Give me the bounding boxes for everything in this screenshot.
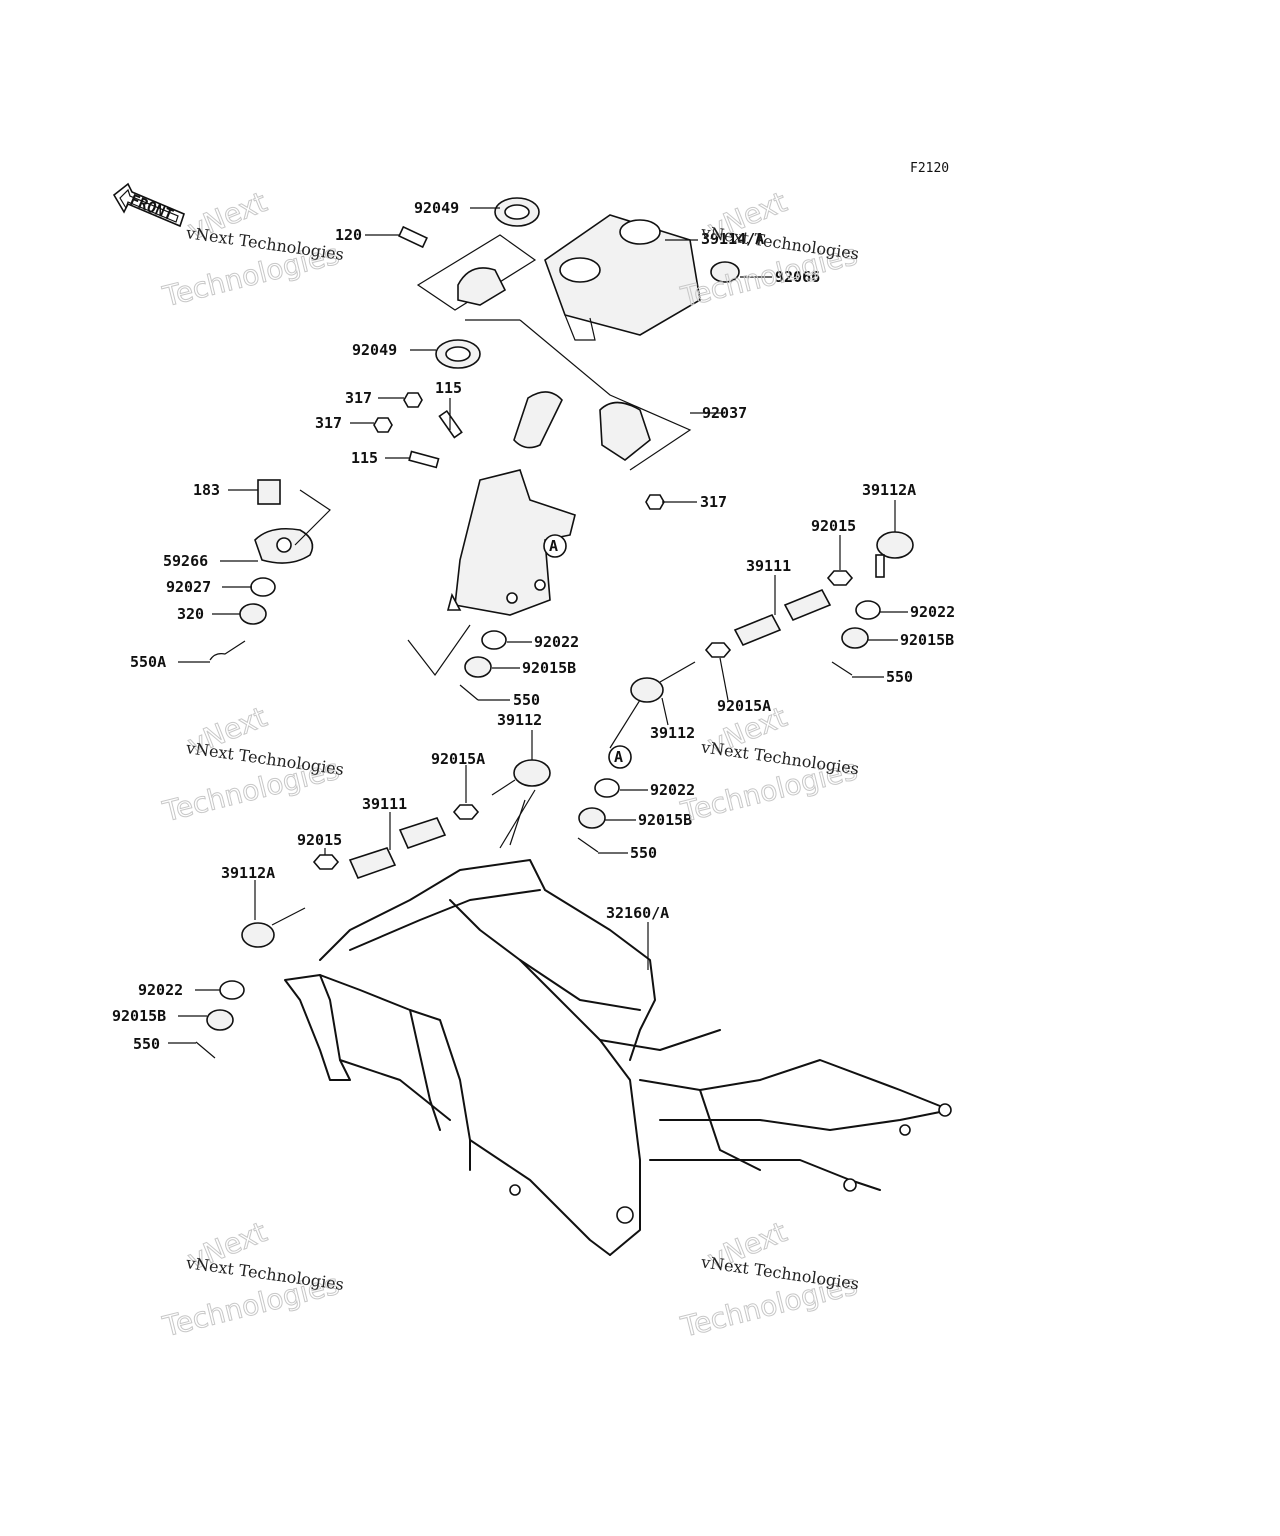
bolt-120-icon [398, 225, 428, 249]
label-92049-top: 92049 [414, 199, 459, 217]
cotter-550-a-icon [459, 684, 479, 701]
washer-92022-l-icon [219, 980, 245, 1000]
nut-92015A-r-icon [704, 642, 732, 658]
label-115-b: 115 [351, 449, 378, 467]
nut-92015-r-icon [826, 570, 854, 586]
washer-92022-c-icon [594, 778, 620, 798]
bolt-183-icon [257, 479, 281, 505]
label-183: 183 [193, 481, 220, 499]
frame-32160A-icon [284, 859, 952, 1256]
nut-317-a-icon [403, 392, 423, 408]
cotter-550-c-icon [577, 837, 599, 853]
label-92015A-r: 92015A [717, 697, 771, 715]
figure-code: F2120 [910, 161, 949, 176]
svg-text:A: A [614, 748, 623, 766]
label-92022-r: 92022 [910, 603, 955, 621]
tie-rod-end-39112-r-icon [630, 677, 664, 703]
cotter-550A-icon [209, 640, 246, 661]
watermark-top-left: vNext Technologies vNext Technologies [159, 185, 346, 314]
bolt-115-b-icon [408, 450, 440, 469]
cotter-550-l-icon [195, 1041, 216, 1059]
callout-a2: A [608, 745, 632, 769]
label-317-a: 317 [345, 389, 372, 407]
label-92022-l: 92022 [138, 981, 183, 999]
label-92027: 92027 [166, 578, 211, 596]
nut-92015B-a-icon [464, 656, 492, 678]
watermark-bottom-right: vNext Technologies vNext Technologies [677, 1215, 861, 1345]
steering-shaft-group [373, 391, 665, 677]
label-317-c: 317 [700, 493, 727, 511]
washer-92022-r-icon [855, 600, 881, 620]
washer-92022-a-icon [481, 630, 507, 650]
watermark-mid-right: vNext Technologies vNext Technologies [677, 700, 861, 830]
nut-92015B-r-icon [841, 627, 869, 649]
label-39111-r: 39111 [746, 557, 791, 575]
nut-92015B-c-icon [578, 807, 606, 829]
label-92037: 92037 [702, 404, 747, 422]
label-39112A-l: 39112A [221, 864, 275, 882]
label-39111-l: 39111 [362, 795, 407, 813]
label-32160A: 32160/A [606, 904, 669, 922]
label-39114A: 39114/A [701, 230, 764, 248]
clamp-upper-icon [457, 267, 507, 306]
leader-lines [168, 207, 908, 1044]
label-92022-c: 92022 [650, 781, 695, 799]
label-320: 320 [177, 605, 204, 623]
nut-317-c-icon [645, 494, 665, 510]
label-92022-a: 92022 [534, 633, 579, 651]
label-550-l: 550 [133, 1035, 160, 1053]
callout-a1: A [543, 534, 567, 558]
front-label: FRONT [127, 191, 176, 225]
nut-92015A-l-icon [452, 804, 480, 820]
watermark-bottom-left: vNext Technologies vNext Technologies [159, 1215, 346, 1344]
svg-text:A: A [549, 537, 558, 555]
label-115-a: 115 [435, 379, 462, 397]
label-39112-r: 39112 [650, 724, 695, 742]
tie-rod-39111-r-a-icon [733, 613, 782, 647]
label-92015B-l: 92015B [112, 1007, 166, 1025]
label-92066: 92066 [775, 268, 820, 286]
clamp-lower-icon [599, 401, 651, 461]
nut-320-icon [239, 603, 267, 625]
label-39112A-r: 39112A [862, 481, 916, 499]
label-550A: 550A [130, 653, 166, 671]
watermark-mid-left: vNext Technologies vNext Technologies [159, 700, 346, 829]
cap-92066-icon [710, 261, 740, 283]
label-92015-l: 92015 [297, 831, 342, 849]
nut-92015-l-icon [312, 854, 340, 870]
label-59266: 59266 [163, 552, 208, 570]
label-92015B-r: 92015B [900, 631, 954, 649]
nut-317-b-icon [373, 417, 393, 433]
tie-rod-end-39112A-l-icon [241, 922, 275, 948]
tie-rod-39111-l-b-icon [348, 847, 397, 879]
front-arrow-icon: FRONT [112, 182, 185, 228]
label-120: 120 [335, 226, 362, 244]
nut-92015B-l-icon [206, 1009, 234, 1031]
tie-rod-39111-r-b-icon [783, 588, 832, 622]
left-tie-rod-group [195, 759, 551, 1059]
label-550-c: 550 [630, 844, 657, 862]
label-92049-mid: 92049 [352, 341, 397, 359]
label-92015B-c: 92015B [638, 811, 692, 829]
label-92015A-l: 92015A [431, 750, 485, 768]
shaft-sleeve-icon [513, 391, 563, 449]
tie-rod-39111-l-a-icon [398, 817, 447, 849]
label-92015B-a: 92015B [522, 659, 576, 677]
part-labels: 92049 120 39114/A 92066 92049 317 115 31… [112, 199, 955, 1053]
label-550-r: 550 [886, 668, 913, 686]
upper-clamp-group [398, 197, 740, 471]
label-317-b: 317 [315, 414, 342, 432]
washer-92027-icon [250, 577, 276, 597]
tie-rod-end-39112A-r-icon [876, 531, 914, 559]
label-39112-a: 39112 [497, 711, 542, 729]
label-550-a: 550 [513, 691, 540, 709]
label-92015-r: 92015 [811, 517, 856, 535]
cotter-550-r-icon [831, 661, 853, 676]
tie-rod-end-39112-l-icon [513, 759, 551, 787]
steering-bearing-group [209, 479, 331, 661]
right-tie-rod-group [630, 531, 914, 703]
watermark-top-right: vNext Technologies vNext Technologies [677, 185, 861, 315]
